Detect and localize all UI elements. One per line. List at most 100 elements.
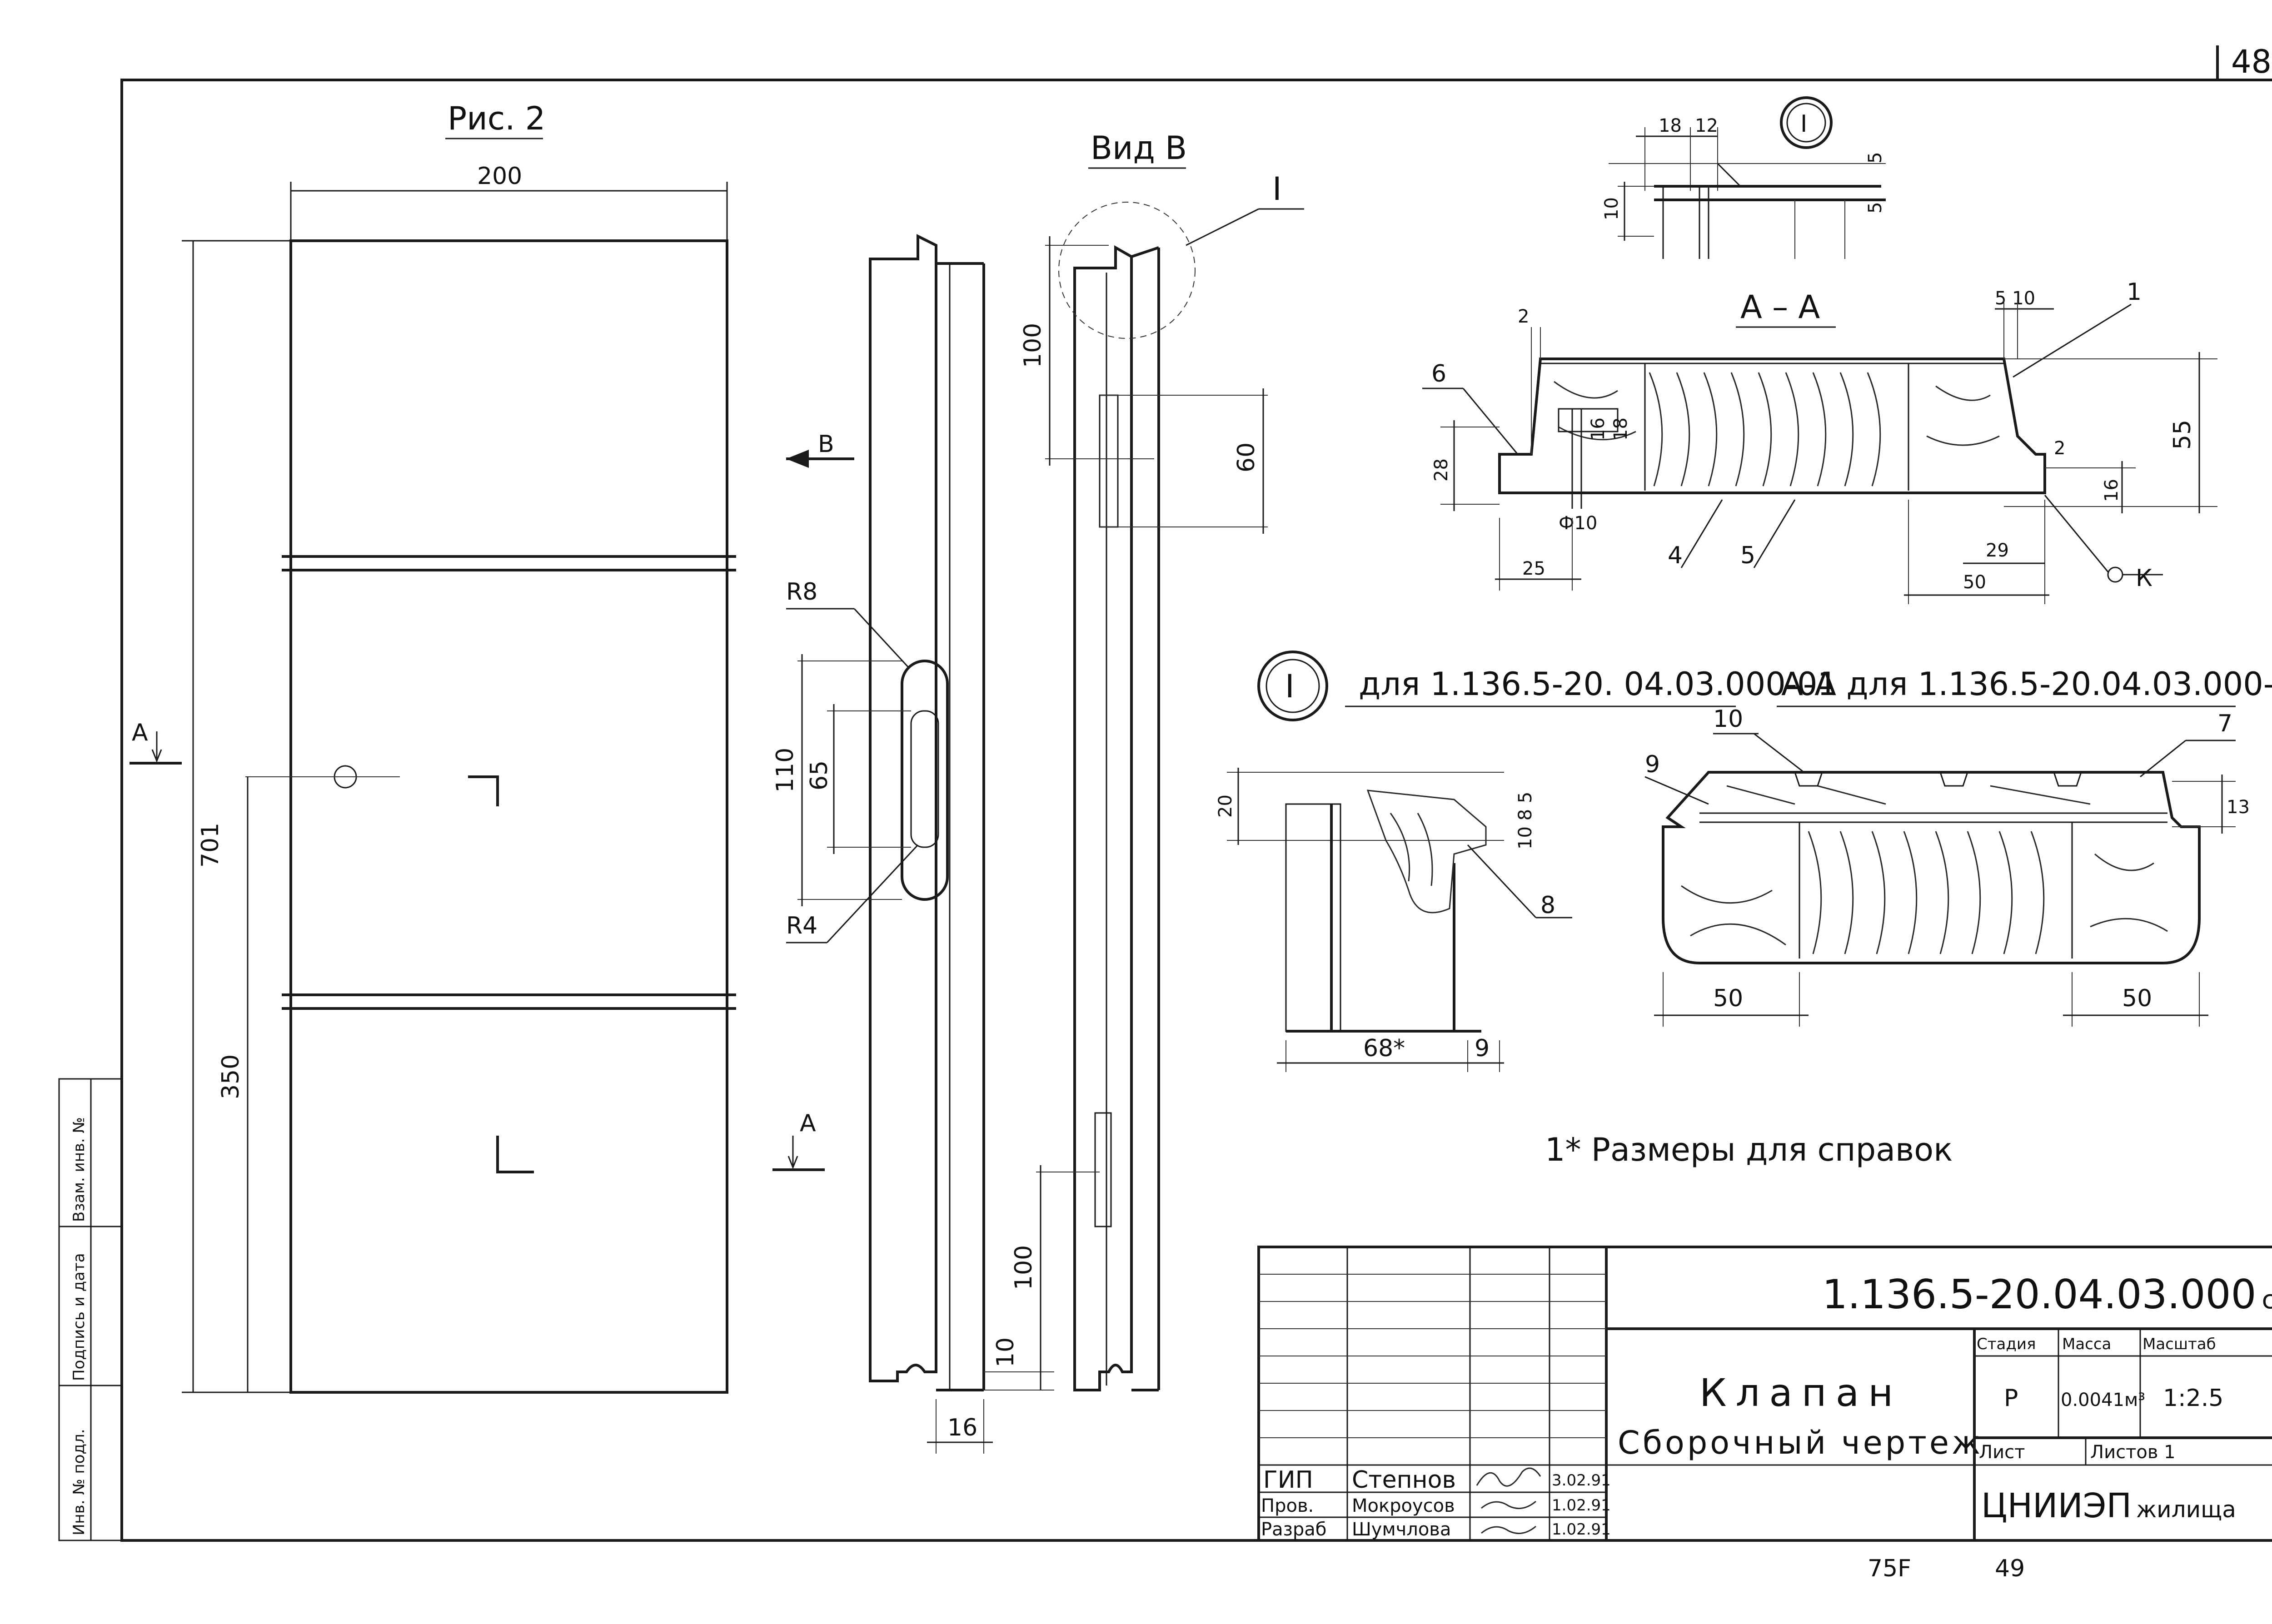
aa-dim-50: 50 bbox=[1963, 572, 1986, 593]
scale-value: 1:2.5 bbox=[2163, 1385, 2223, 1412]
side-stamp: Инв. № подл. Подпись и дата Взам. инв. № bbox=[58, 1078, 123, 1541]
aa-dim-16b: 16 bbox=[2101, 479, 2122, 502]
signature-1 bbox=[1481, 1500, 1536, 1510]
doc-subtitle: Сборочный чертеж bbox=[1618, 1424, 1983, 1461]
detail1-mark: I bbox=[1800, 110, 1807, 138]
aa-callout-5: 5 bbox=[1740, 542, 1755, 569]
side-stamp-inv: Инв. № подл. bbox=[70, 1429, 88, 1535]
aa-dim-2b: 2 bbox=[2054, 438, 2065, 459]
role-2-date: 1.02.91 bbox=[1552, 1520, 1611, 1539]
bottom-note-2: 49 bbox=[1995, 1555, 2025, 1582]
variant-dim-20: 20 bbox=[1215, 795, 1236, 818]
reference-note: 1* Размеры для справок bbox=[1545, 1131, 1953, 1168]
section-aa-insulation bbox=[1649, 372, 1881, 487]
variant-dim-68: 68* bbox=[1363, 1035, 1405, 1062]
sheet-frame bbox=[120, 79, 2272, 1542]
role-0-name: Степнов bbox=[1352, 1466, 1456, 1494]
dim-110: 110 bbox=[772, 748, 799, 793]
role-1-date: 1.02.91 bbox=[1552, 1496, 1611, 1515]
detail1-dim-5a: 5 bbox=[1865, 152, 1886, 164]
view-b-title: Вид В bbox=[1091, 129, 1187, 167]
variant-dim-9: 9 bbox=[1475, 1035, 1490, 1062]
role-2-name: Шумчлова bbox=[1352, 1519, 1451, 1540]
variant-dim-10-8-5: 10 8 5 bbox=[1515, 792, 1536, 849]
profile-right bbox=[1073, 245, 1133, 1391]
signature-2 bbox=[1481, 1525, 1536, 1535]
slot-outer bbox=[901, 660, 949, 901]
role-0-date: 3.02.91 bbox=[1552, 1471, 1611, 1490]
aa-callout-6: 6 bbox=[1431, 360, 1446, 387]
title-block: ГИП Степнов 3.02.91 Пров. Мокроусов 1.02… bbox=[1257, 1246, 2272, 1542]
fig2-dim-hole: 350 bbox=[217, 1054, 244, 1099]
stage-value: Р bbox=[2004, 1385, 2018, 1412]
aa-dim-55: 55 bbox=[2169, 420, 2196, 450]
variant: I для 1.136.5-20. 04.03.000-01 А-А для 1… bbox=[1215, 651, 2272, 1072]
dim-16-bottom: 16 bbox=[947, 1414, 977, 1441]
role-1: Пров. bbox=[1261, 1495, 1314, 1516]
detail-mark-view: I bbox=[1272, 170, 1282, 208]
detail1: I 18 12 10 5 5 bbox=[1601, 96, 1886, 259]
r8-label: R8 bbox=[786, 578, 817, 606]
variant-callout-7: 7 bbox=[2217, 710, 2232, 737]
dim-60: 60 bbox=[1233, 442, 1260, 472]
variant-insulation bbox=[1808, 831, 2045, 954]
fig2-section-mark-top: А bbox=[132, 719, 148, 746]
fig2-panel bbox=[289, 239, 728, 1394]
sheet-label: Лист bbox=[1979, 1442, 2025, 1463]
stage-header: Стадия bbox=[1977, 1335, 2036, 1353]
aa-dim-16a: 16 bbox=[1588, 417, 1609, 441]
detail-circle bbox=[1058, 202, 1196, 339]
fig2-title: Рис. 2 bbox=[448, 100, 545, 137]
doc-name: Клапан bbox=[1699, 1371, 1902, 1415]
variant-caption-detail: для 1.136.5-20. 04.03.000-01 bbox=[1359, 665, 1838, 703]
aa-dim-28: 28 bbox=[1431, 458, 1452, 482]
detail1-dim-10: 10 bbox=[1601, 197, 1622, 220]
aa-dim-phi10: Ф10 bbox=[1559, 513, 1597, 534]
aa-dim-18: 18 bbox=[1610, 417, 1631, 441]
dim-100-top: 100 bbox=[1019, 323, 1046, 368]
dim-65: 65 bbox=[806, 760, 833, 790]
fig2: Рис. 2 200 701 350 А А bbox=[130, 100, 825, 1394]
section-aa-outline bbox=[1498, 358, 2046, 494]
aa-callout-1: 1 bbox=[2127, 278, 2142, 306]
scale-header: Масштаб bbox=[2142, 1335, 2216, 1353]
role-2: Разраб bbox=[1261, 1519, 1326, 1540]
doc-code-suffix: сб bbox=[2262, 1285, 2272, 1315]
r4-label: R4 bbox=[786, 912, 817, 939]
variant-dim-13: 13 bbox=[2227, 797, 2250, 818]
variant-callout-8: 8 bbox=[1540, 892, 1555, 919]
signature-0 bbox=[1476, 1467, 1541, 1487]
dim-10-bottom: 10 bbox=[992, 1337, 1019, 1367]
view-b: Вид В 110 65 R8 R4 В 16 bbox=[772, 129, 1304, 1454]
aa-dim-5-10: 5 10 bbox=[1995, 288, 2035, 309]
section-aa-title: А – А bbox=[1740, 288, 1820, 326]
section-aa: А – А 5 10 1 2 6 bbox=[1422, 278, 2217, 604]
aa-k-label: К bbox=[2136, 565, 2152, 592]
variant-caption-section: А-А для 1.136.5-20.04.03.000-01 bbox=[1781, 665, 2272, 703]
sheets-label: Листов 1 bbox=[2090, 1442, 2176, 1463]
org-name-suffix: жилища bbox=[2136, 1496, 2236, 1523]
variant-detail-mark: I bbox=[1285, 668, 1295, 705]
side-stamp-sign: Подпись и дата bbox=[70, 1253, 88, 1381]
aa-dim-29: 29 bbox=[1986, 540, 2009, 561]
variant-callout-10: 10 bbox=[1713, 705, 1743, 733]
mass-header: Масса bbox=[2062, 1335, 2111, 1353]
fig2-dim-height: 701 bbox=[197, 823, 224, 868]
mass-value: 0.0041м³ bbox=[2061, 1390, 2145, 1410]
variant-callout-9: 9 bbox=[1645, 751, 1660, 778]
role-1-name: Мокроусов bbox=[1352, 1495, 1455, 1516]
side-stamp-replace: Взам. инв. № bbox=[70, 1117, 88, 1222]
detail1-dim-12: 12 bbox=[1695, 115, 1718, 136]
fig2-section-mark-bottom: А bbox=[800, 1110, 816, 1137]
variant-dim-50b: 50 bbox=[2122, 985, 2152, 1012]
variant-section-outline bbox=[1662, 771, 2201, 964]
variant-dim-50a: 50 bbox=[1713, 985, 1743, 1012]
bottom-note-1: 75F bbox=[1868, 1555, 1911, 1582]
dim-100-bottom: 100 bbox=[1010, 1245, 1037, 1290]
doc-code: 1.136.5-20.04.03.000сб bbox=[1822, 1271, 2272, 1318]
page-number: 48 bbox=[2231, 43, 2272, 80]
detail1-dim-18: 18 bbox=[1659, 115, 1682, 136]
role-0: ГИП bbox=[1263, 1466, 1313, 1494]
